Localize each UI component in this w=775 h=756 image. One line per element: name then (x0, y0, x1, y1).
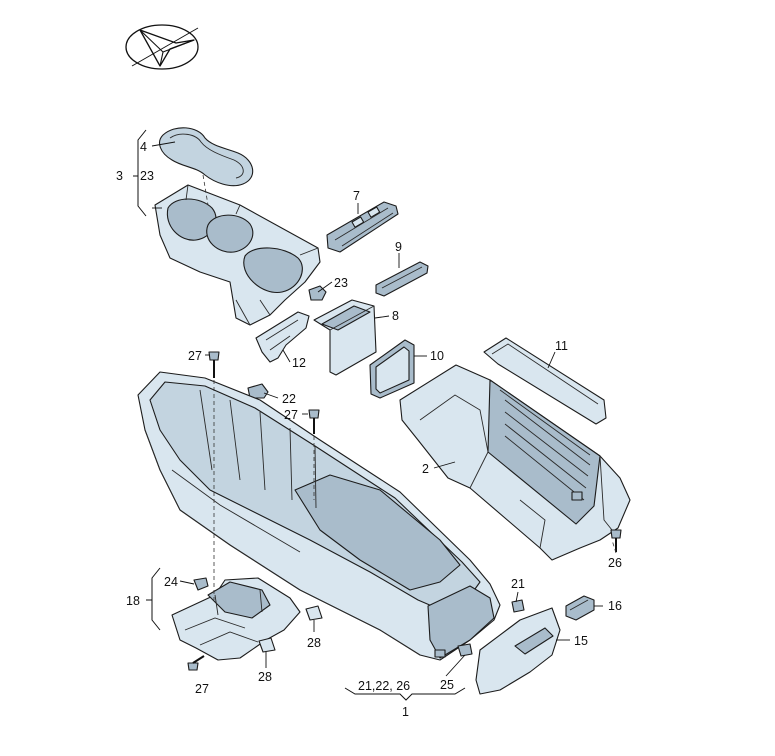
label-3: 3 (116, 169, 123, 183)
label-21-22-26: 21,22, 26 (358, 679, 410, 693)
part-24-clip (193, 577, 209, 591)
label-12: 12 (292, 356, 306, 370)
label-25: 25 (440, 678, 454, 692)
part-3-cupholder-insert (154, 184, 321, 326)
part-8-tray (313, 299, 377, 376)
part-27-screw (187, 655, 205, 671)
label-26: 26 (608, 556, 622, 570)
label-7: 7 (353, 189, 360, 203)
part-11-lid (483, 337, 607, 425)
label-27-middle: 27 (284, 408, 298, 422)
label-27-lower: 27 (195, 682, 209, 696)
part-1-center-console (137, 371, 501, 661)
label-4: 4 (140, 140, 147, 154)
label-21: 21 (511, 577, 525, 591)
part-12-bracket (255, 311, 310, 363)
label-2: 2 (422, 462, 429, 476)
part-25-clip (457, 643, 473, 657)
part-18-base-bracket (171, 577, 301, 661)
part-27-screw (308, 409, 320, 434)
label-18: 18 (126, 594, 140, 608)
label-28-left: 28 (258, 670, 272, 684)
part-7-switch-panel (326, 201, 399, 253)
label-9: 9 (395, 240, 402, 254)
orientation-arrow-icon (125, 24, 199, 70)
part-15-trim-panel (475, 607, 561, 695)
label-23: 23 (334, 276, 348, 290)
label-16: 16 (608, 599, 622, 613)
label-28-right: 28 (307, 636, 321, 650)
label-8: 8 (392, 309, 399, 323)
label-10: 10 (430, 349, 444, 363)
label-11: 11 (555, 339, 568, 353)
part-16-connector (565, 595, 595, 621)
label-24: 24 (164, 575, 178, 589)
label-22: 22 (282, 392, 296, 406)
part-27-screw (208, 351, 220, 378)
label-1: 1 (402, 705, 409, 719)
label-27-upper: 27 (188, 349, 202, 363)
part-9-switch (375, 261, 429, 297)
part-21-clip (511, 599, 525, 613)
label-15: 15 (574, 634, 588, 648)
part-28-clip (305, 605, 323, 621)
label-23-upper: 23 (140, 169, 154, 183)
part-28-clip (258, 637, 276, 653)
part-2-armrest-frame (399, 364, 631, 561)
part-26-screw (610, 529, 622, 552)
part-4-cupholder-mat (159, 127, 254, 187)
part-10-mat (369, 339, 415, 399)
